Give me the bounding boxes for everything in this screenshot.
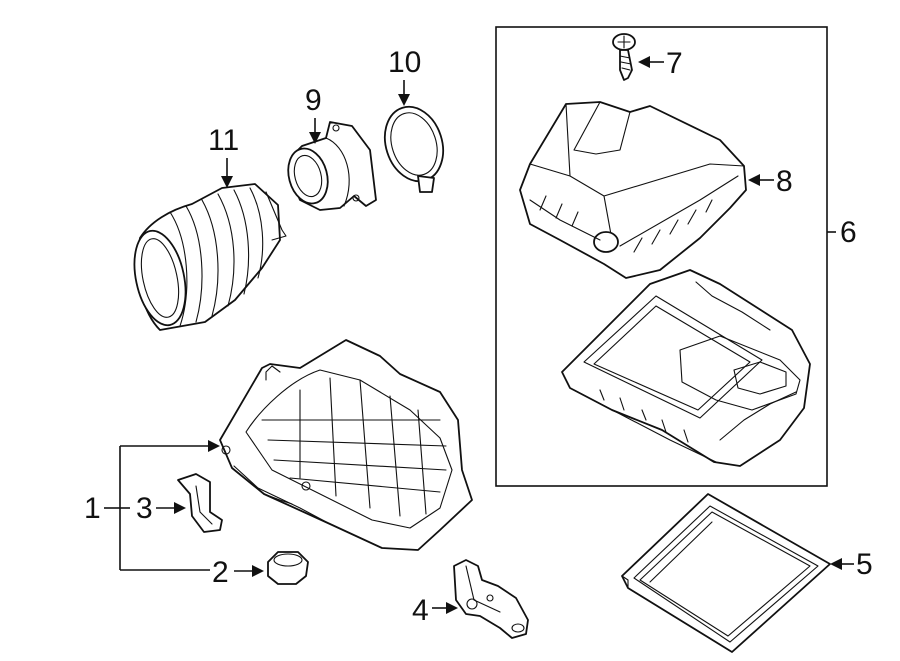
callout-11-label: 11 xyxy=(208,124,239,157)
callout-2-label: 2 xyxy=(212,556,229,589)
callout-5: 5 xyxy=(830,548,873,581)
upper-cover-part xyxy=(519,101,747,279)
callout-1-label: 1 xyxy=(84,492,101,525)
callout-5-label: 5 xyxy=(856,548,873,581)
callout-6: 6 xyxy=(827,216,857,249)
callout-10-label: 10 xyxy=(388,46,421,79)
callout-9: 9 xyxy=(305,84,322,144)
intake-duct-part xyxy=(133,183,287,331)
callout-3-label: 3 xyxy=(136,492,153,525)
bracket-part xyxy=(177,473,223,533)
kit-lower-housing-part xyxy=(561,269,811,467)
screw-part xyxy=(612,33,636,81)
callout-11: 11 xyxy=(208,124,239,188)
nut-part xyxy=(267,551,309,585)
callout-3: 3 xyxy=(120,492,186,525)
callout-8: 8 xyxy=(748,165,793,198)
hose-clamp-part xyxy=(383,105,445,193)
callout-6-label: 6 xyxy=(840,216,857,249)
callout-7-label: 7 xyxy=(666,47,683,80)
air-filter-part xyxy=(621,493,831,653)
callout-2: 2 xyxy=(212,556,264,589)
callout-7: 7 xyxy=(638,47,683,80)
air-cleaner-housing-part xyxy=(219,339,473,551)
air-flow-sensor-part xyxy=(287,121,377,211)
kit-box xyxy=(495,26,828,487)
mount-bracket-part xyxy=(453,559,529,639)
callout-9-label: 9 xyxy=(305,84,322,117)
callout-4: 4 xyxy=(412,594,458,627)
callout-10: 10 xyxy=(388,46,421,106)
callout-8-label: 8 xyxy=(776,165,793,198)
callout-4-label: 4 xyxy=(412,594,429,627)
